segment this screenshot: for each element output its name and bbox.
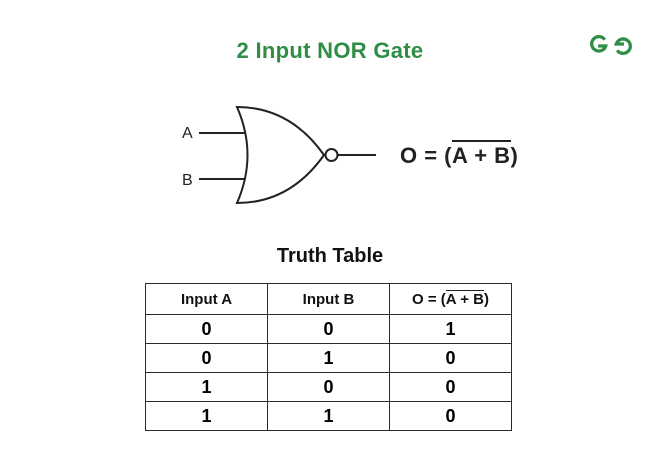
nor-gate-svg: A B	[182, 105, 376, 205]
column-header-input-a: Input A	[145, 283, 268, 315]
equation-prefix: O = (	[400, 143, 453, 168]
table-row: 0 0 1	[145, 314, 512, 344]
logo-right-g	[614, 37, 632, 55]
table-row: 0 1 0	[145, 343, 512, 373]
or-gate-body	[235, 105, 326, 205]
geeksforgeeks-logo-svg	[590, 35, 632, 55]
column-header-output: O = (A + B)	[389, 283, 512, 315]
geeksforgeeks-logo-icon	[588, 30, 634, 60]
cell-input-b: 1	[267, 401, 390, 431]
inversion-bubble-icon	[324, 148, 339, 162]
input-a-label: A	[182, 125, 193, 142]
table-row: 1 1 0	[145, 401, 512, 431]
cell-input-b: 0	[267, 372, 390, 402]
truth-table-header-row: Input A Input B O = (A + B)	[145, 283, 512, 315]
cell-input-a: 1	[145, 372, 268, 402]
header-output-suffix: )	[483, 291, 489, 308]
cell-output: 0	[389, 401, 512, 431]
header-output-prefix: O = (	[412, 291, 446, 308]
page-title: 2 Input NOR Gate	[236, 38, 424, 63]
logo-left-g	[590, 35, 608, 53]
cell-output: 1	[389, 314, 512, 344]
output-equation: O = (A + B)	[400, 140, 518, 169]
cell-input-b: 1	[267, 343, 390, 373]
cell-output: 0	[389, 343, 512, 373]
input-b-label: B	[182, 172, 193, 189]
table-row: 1 0 0	[145, 372, 512, 402]
truth-table: Input A Input B O = (A + B) 0 0 1 0 1 0 …	[145, 283, 512, 431]
cell-input-b: 0	[267, 314, 390, 344]
equation-overline-term: A + B	[452, 140, 511, 167]
equation-suffix: )	[510, 143, 519, 168]
nor-gate-schematic: A B	[172, 96, 382, 214]
truth-table-heading: Truth Table	[276, 245, 384, 267]
column-header-input-b: Input B	[267, 283, 390, 315]
header-output-overline-term: A + B	[445, 290, 484, 308]
cell-input-a: 0	[145, 314, 268, 344]
cell-output: 0	[389, 372, 512, 402]
cell-input-a: 1	[145, 401, 268, 431]
cell-input-a: 0	[145, 343, 268, 373]
